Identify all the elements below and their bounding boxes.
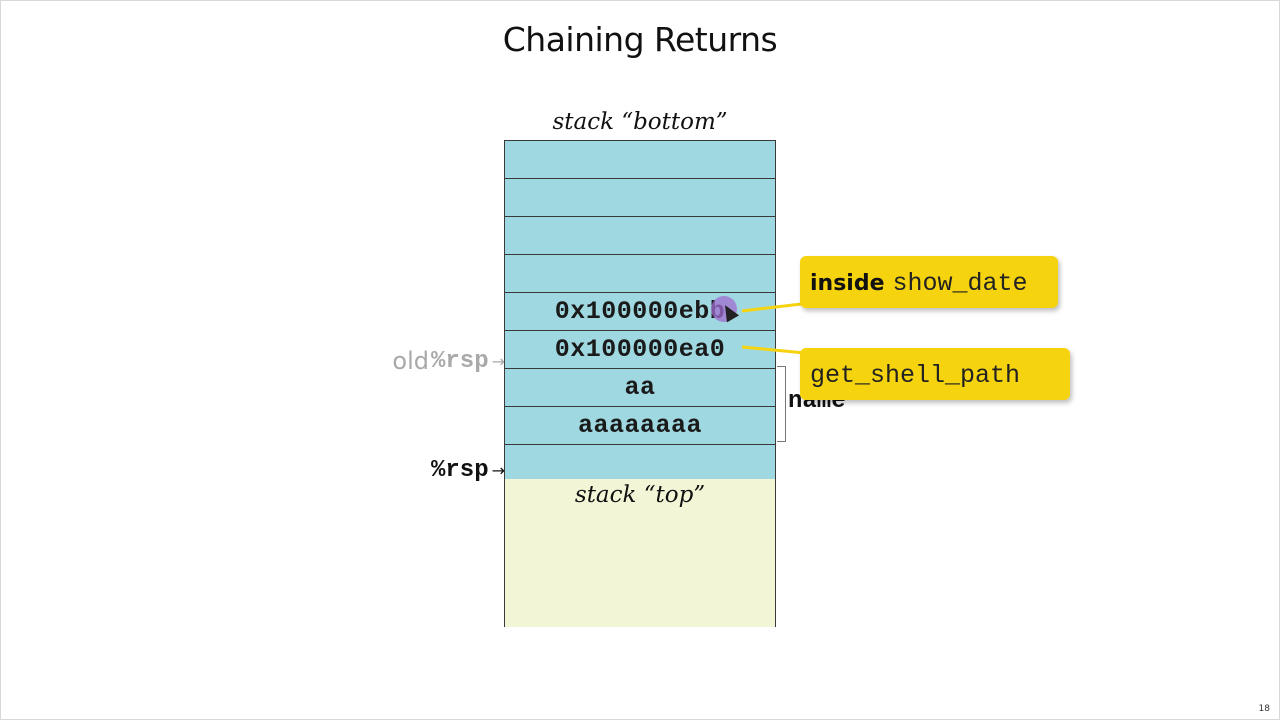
old-rsp-register: %rsp <box>430 347 489 375</box>
stack-cell <box>505 217 775 255</box>
callout-1-prefix: inside <box>810 271 885 296</box>
callout-1-code: show_date <box>892 269 1028 298</box>
stack-cell-return-address-1: 0x100000ebb <box>505 293 775 331</box>
callout-2-code: get_shell_path <box>810 361 1021 390</box>
stack-cell <box>505 445 775 483</box>
page-number: 18 <box>1258 704 1270 714</box>
slide-title: Chaining Returns <box>502 20 778 59</box>
callout-get-shell-path: get_shell_path <box>800 348 1070 400</box>
stack-cell-return-address-2: 0x100000ea0 <box>505 331 775 369</box>
stack-cell-name-buffer-2: aaaaaaaa <box>505 407 775 445</box>
arrow-right-icon: → <box>491 461 505 480</box>
old-rsp-prefix: old <box>392 347 429 375</box>
callout-inside-show-date: inside show_date <box>800 256 1058 308</box>
pointer-highlight-icon <box>711 296 737 322</box>
stack-cell <box>505 255 775 293</box>
stack-bottom-caption: stack “bottom” <box>552 109 728 135</box>
name-bracket <box>777 366 786 442</box>
stack-cell-name-buffer-1: aa <box>505 369 775 407</box>
rsp-register: %rsp <box>430 457 489 484</box>
stack-cell <box>505 141 775 179</box>
stack-top-caption: stack “top” <box>574 482 706 508</box>
rsp-pointer: %rsp → <box>340 457 505 484</box>
stack-free-area <box>504 479 776 627</box>
stack-cell <box>505 179 775 217</box>
arrow-right-icon: → <box>491 351 505 371</box>
old-rsp-pointer: old %rsp → <box>340 347 505 375</box>
